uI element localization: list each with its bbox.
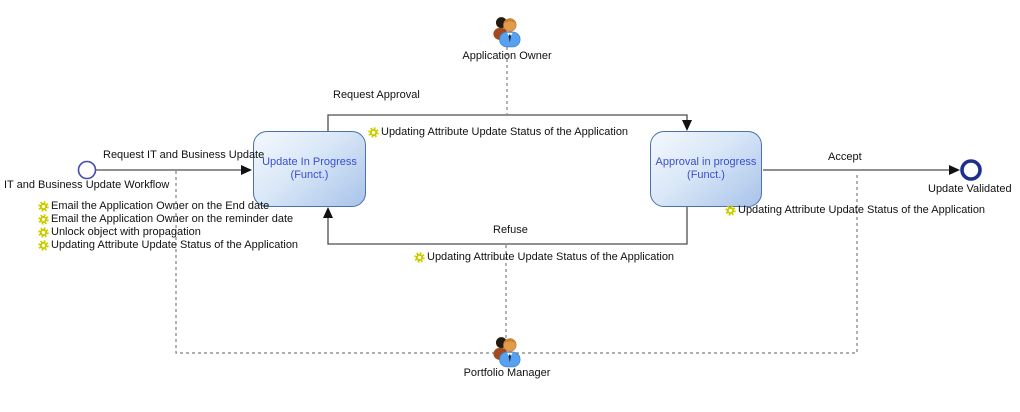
action-item: Unlock object with propagation (38, 226, 298, 239)
action-item: Updating Attribute Update Status of the … (38, 239, 298, 252)
state-sublabel: (Funct.) (687, 169, 725, 181)
transition-request-approval[interactable] (327, 114, 692, 131)
gear-icon (368, 127, 379, 138)
action-label: Updating Attribute Update Status of the … (381, 126, 629, 138)
action-label: Updating Attribute Update Status of the … (51, 239, 299, 251)
transition-request-it-and-business-update[interactable] (96, 165, 252, 175)
gear-icon (38, 214, 49, 225)
start-event-label: IT and Business Update Workflow (4, 179, 170, 191)
action-label: Email the Application Owner on the End d… (51, 200, 270, 212)
application-owner-label: Application Owner (462, 50, 552, 62)
action-label: Updating Attribute Update Status of the … (427, 251, 675, 263)
state-label: Update In Progress (262, 156, 357, 168)
action-label: Updating Attribute Update Status of the … (738, 204, 986, 216)
accept-action: Updating Attribute Update Status of the … (725, 204, 985, 217)
action-item: Email the Application Owner on the remin… (38, 213, 298, 226)
portfolio-manager-label: Portfolio Manager (463, 367, 551, 379)
transition-request-it-label: Request IT and Business Update (103, 149, 265, 161)
transition-request-approval-label: Request Approval (333, 89, 420, 101)
portfolio-manager-icon[interactable] (492, 335, 522, 368)
action-label: Unlock object with propagation (51, 226, 201, 238)
gear-icon (38, 201, 49, 212)
state-label: Approval in progress (655, 156, 757, 168)
start-event-circle[interactable] (77, 160, 97, 180)
action-item: Email the Application Owner on the End d… (38, 200, 298, 213)
transition-refuse-label: Refuse (493, 224, 528, 236)
gear-icon (725, 205, 736, 216)
transition-accept[interactable] (763, 165, 960, 175)
end-event-label: Update Validated (928, 183, 1012, 195)
application-owner-icon[interactable] (492, 15, 522, 48)
transition-accept-label: Accept (828, 151, 862, 163)
state-sublabel: (Funct.) (290, 169, 329, 181)
gear-icon (38, 240, 49, 251)
request-approval-action: Updating Attribute Update Status of the … (368, 126, 628, 139)
refuse-action: Updating Attribute Update Status of the … (414, 251, 674, 264)
end-event-circle[interactable] (960, 159, 982, 181)
state-approval-in-progress[interactable]: Approval in progress (Funct.) (650, 131, 762, 207)
transition-refuse[interactable] (323, 207, 688, 245)
start-event-actions: Email the Application Owner on the End d… (38, 200, 298, 252)
state-update-in-progress[interactable]: Update In Progress (Funct.) (253, 131, 366, 207)
action-label: Email the Application Owner on the remin… (51, 213, 294, 225)
gear-icon (38, 227, 49, 238)
gear-icon (414, 252, 425, 263)
